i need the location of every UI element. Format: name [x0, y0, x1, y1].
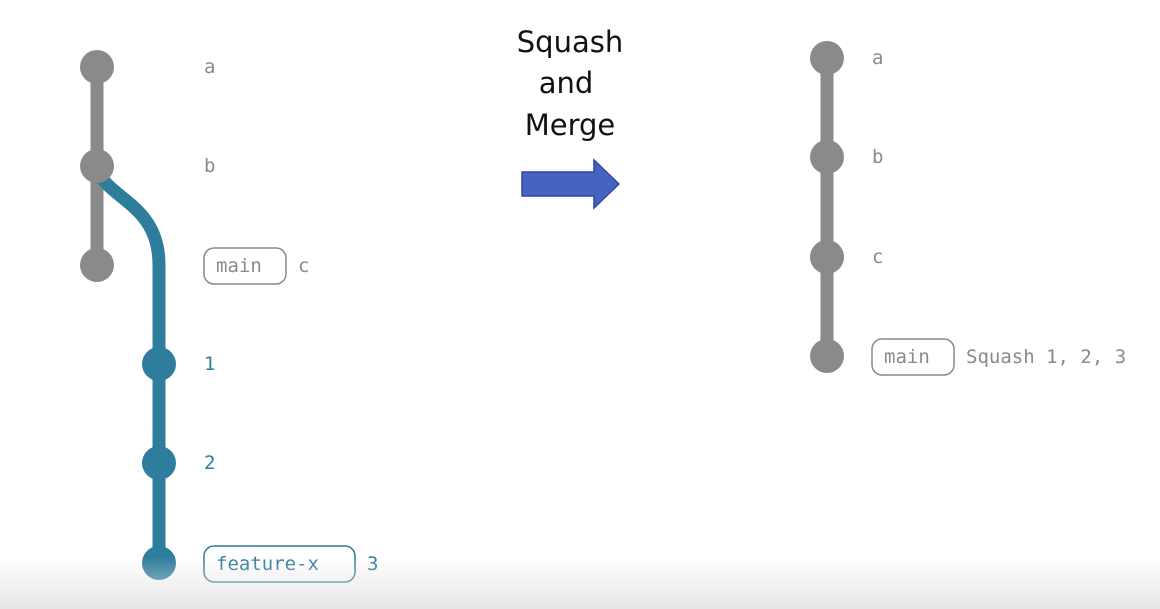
before-commit-b-label: b: [204, 155, 215, 177]
after-commit-a-label: a: [872, 47, 883, 69]
before-main-branch-label: main: [216, 255, 262, 277]
after-commit-c-node[interactable]: [810, 240, 844, 274]
before-commit-2-label: 2: [204, 452, 215, 474]
before-graph: a b main c 1 2 feature-x 3: [80, 50, 378, 583]
before-commit-1-node[interactable]: [142, 347, 176, 381]
after-commit-b-label: b: [872, 146, 883, 168]
bottom-fade-overlay: [0, 557, 1160, 609]
before-commit-a-label: a: [204, 56, 215, 78]
before-commit-b-node[interactable]: [80, 149, 114, 183]
before-commit-c-node[interactable]: [80, 248, 114, 282]
after-commit-b-node[interactable]: [810, 140, 844, 174]
after-graph: a b c main Squash 1, 2, 3: [810, 41, 1126, 376]
after-main-branch-label: main: [884, 346, 930, 368]
caption-line-2: and: [539, 66, 594, 100]
before-commit-2-node[interactable]: [142, 446, 176, 480]
before-main-branch-pill[interactable]: [203, 247, 287, 285]
caption-line-1: Squash: [517, 25, 623, 59]
after-commit-squash-label: Squash 1, 2, 3: [966, 346, 1126, 368]
after-commit-a-node[interactable]: [810, 41, 844, 75]
caption-line-3: Merge: [525, 108, 616, 142]
right-arrow-icon: [521, 158, 621, 210]
before-commit-1-label: 1: [204, 353, 215, 375]
after-commit-squash-node[interactable]: [810, 339, 844, 373]
before-commit-c-label: c: [298, 255, 309, 277]
after-commit-c-label: c: [872, 246, 883, 268]
before-commit-a-node[interactable]: [80, 50, 114, 84]
after-main-branch-pill[interactable]: [871, 338, 955, 376]
transition: Squash and Merge: [517, 25, 623, 210]
